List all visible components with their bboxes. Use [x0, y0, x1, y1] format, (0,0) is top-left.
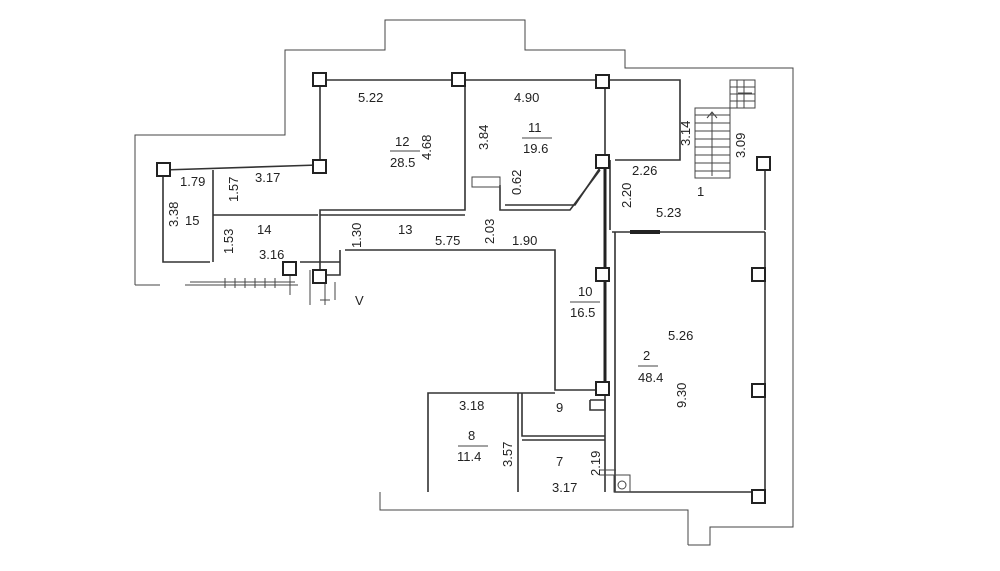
room-12-number: 12: [395, 134, 409, 149]
dim-2-03: 2.03: [482, 219, 497, 244]
lower-left-stairs: [190, 262, 336, 305]
fixture-symbol: [600, 469, 631, 493]
dim-2-20: 2.20: [619, 183, 634, 208]
room-8-area: 11.4: [457, 449, 481, 464]
room-11-number: 11: [528, 120, 542, 135]
outer-walls: [134, 19, 794, 546]
dim-3-17-a: 3.17: [255, 170, 280, 185]
dim-1-30: 1.30: [349, 223, 364, 248]
room-14-number: 14: [257, 222, 271, 237]
dim-3-14: 3.14: [678, 121, 693, 146]
room-2-number: 2: [643, 348, 650, 363]
dim-2-19: 2.19: [588, 451, 603, 476]
dim-1-79: 1.79: [180, 174, 205, 189]
dim-3-38: 3.38: [166, 202, 181, 227]
dim-3-09: 3.09: [733, 133, 748, 158]
dim-4-68: 4.68: [419, 135, 434, 160]
room-11-area: 19.6: [523, 141, 548, 156]
dim-1-53: 1.53: [221, 229, 236, 254]
room-labels: 12 28.5 11 19.6 10 16.5 2 48.4 8 11.4 1 …: [185, 120, 704, 469]
room-12-area: 28.5: [390, 155, 415, 170]
room-8-number: 8: [468, 428, 475, 443]
room-10-area: 16.5: [570, 305, 595, 320]
room-9-number: 9: [556, 400, 563, 415]
dim-3-17-b: 3.17: [552, 480, 577, 495]
room-15-number: 15: [185, 213, 199, 228]
dim-5-22: 5.22: [358, 90, 383, 105]
columns: [156, 72, 771, 504]
dim-3-16: 3.16: [259, 247, 284, 262]
dim-4-90: 4.90: [514, 90, 539, 105]
dim-5-75: 5.75: [435, 233, 460, 248]
room-10-number: 10: [578, 284, 592, 299]
dim-3-84: 3.84: [476, 125, 491, 150]
room-13-number: 13: [398, 222, 412, 237]
dim-0-62: 0.62: [509, 170, 524, 195]
dim-2-26: 2.26: [632, 163, 657, 178]
dim-1-57: 1.57: [226, 177, 241, 202]
dim-9-30: 9.30: [674, 383, 689, 408]
dim-3-18: 3.18: [459, 398, 484, 413]
dim-5-26: 5.26: [668, 328, 693, 343]
dim-5-23: 5.23: [656, 205, 681, 220]
room-1-number: 1: [697, 184, 704, 199]
room-7-number: 7: [556, 454, 563, 469]
staircase: [694, 79, 756, 179]
dim-3-57: 3.57: [500, 442, 515, 467]
interior-walls: [162, 79, 766, 497]
dim-1-90: 1.90: [512, 233, 537, 248]
dimension-labels: 5.22 4.68 4.90 3.84 3.14 3.09 2.26 0.62 …: [166, 90, 748, 495]
room-2-area: 48.4: [638, 370, 663, 385]
v-mark: V: [355, 293, 364, 308]
